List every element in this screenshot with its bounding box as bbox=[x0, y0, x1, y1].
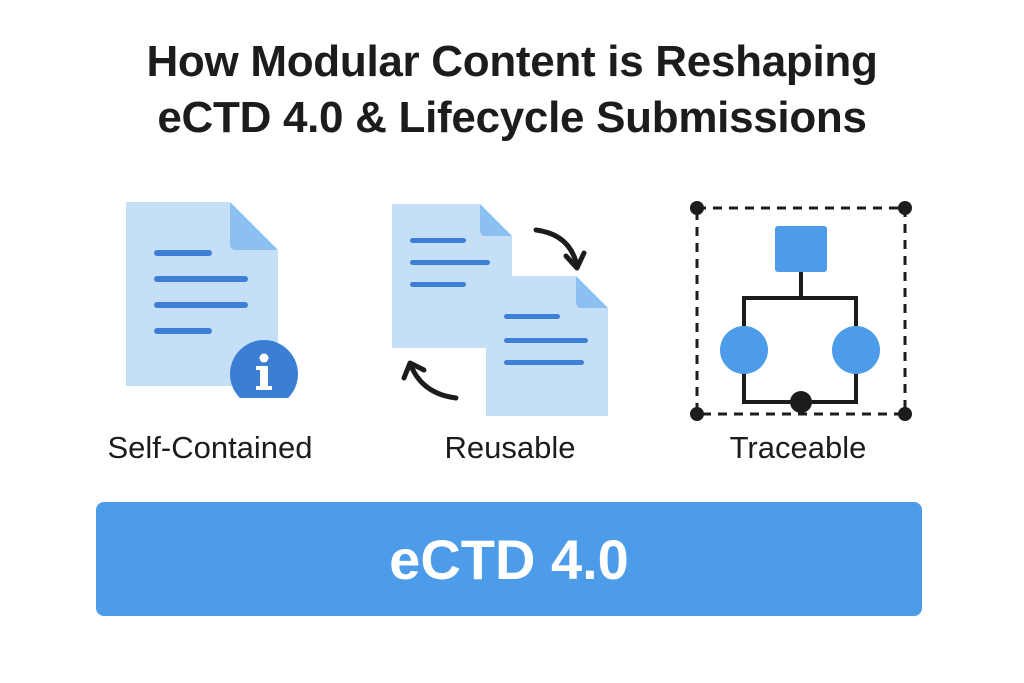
ectd-banner: eCTD 4.0 bbox=[96, 502, 922, 616]
documents-cycle-icon bbox=[392, 204, 608, 416]
caption-traceable: Traceable bbox=[729, 430, 867, 465]
title-line-2: eCTD 4.0 & Lifecycle Submissions bbox=[157, 93, 867, 142]
caption-reusable: Reusable bbox=[444, 430, 576, 465]
caption-self-contained: Self-Contained bbox=[107, 430, 313, 465]
feature-traceable bbox=[684, 196, 916, 426]
title-line-1: How Modular Content is Reshaping bbox=[146, 37, 878, 86]
feature-reusable bbox=[386, 198, 612, 420]
page-title: How Modular Content is Reshaping eCTD 4.… bbox=[0, 34, 1024, 146]
hierarchy-diagram-icon bbox=[690, 201, 912, 421]
feature-self-contained bbox=[118, 198, 308, 408]
document-info-icon bbox=[126, 202, 298, 408]
banner-label: eCTD 4.0 bbox=[389, 527, 629, 591]
